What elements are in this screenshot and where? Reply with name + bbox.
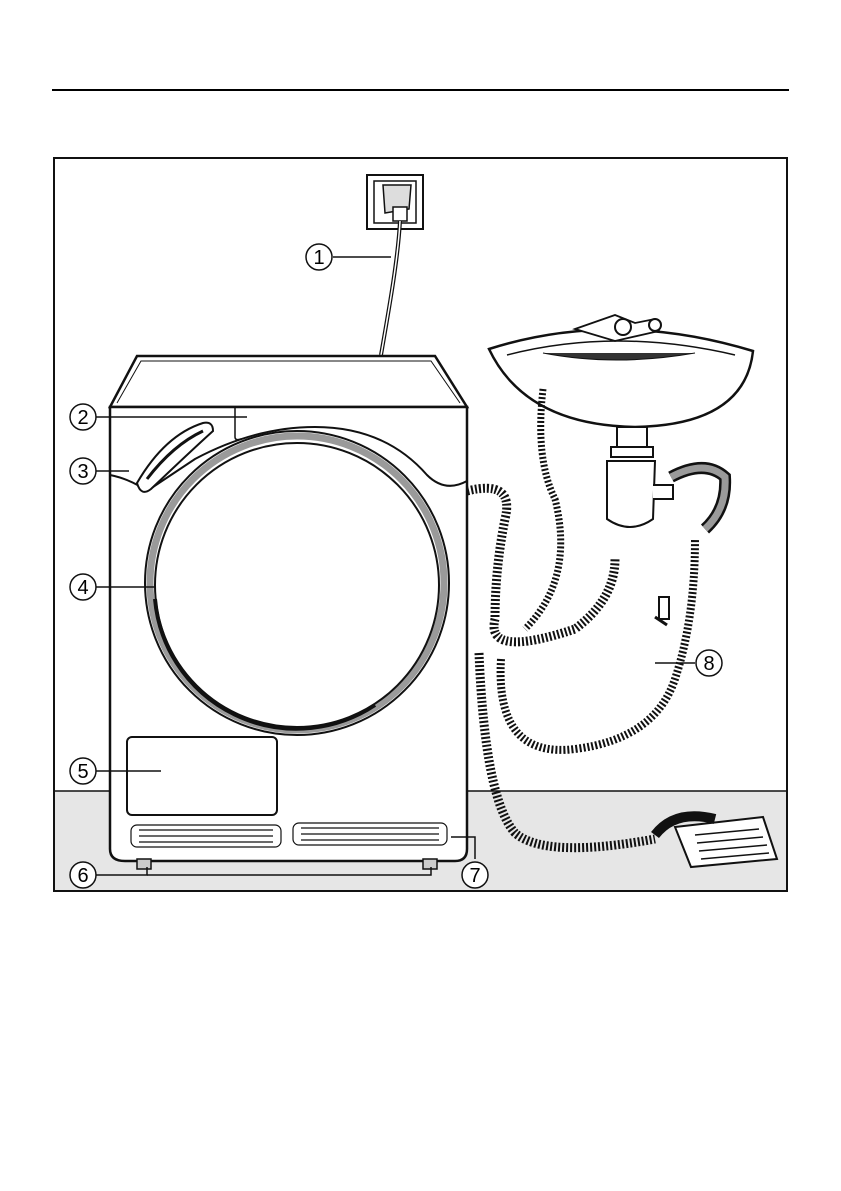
callout-4: 4: [77, 577, 88, 599]
callout-8: 8: [703, 653, 714, 675]
callout-7: 7: [469, 865, 480, 887]
installation-diagram: 1 2 3 4 5 6 7 8: [53, 157, 788, 892]
header-rule: [52, 89, 789, 91]
dryer: [110, 356, 467, 869]
callout-3: 3: [77, 461, 88, 483]
callout-5: 5: [77, 761, 88, 783]
callout-1: 1: [313, 247, 324, 269]
drain-hoses: [467, 389, 695, 848]
callout-6: 6: [77, 865, 88, 887]
callout-2: 2: [77, 407, 88, 429]
sink: [489, 315, 753, 529]
wall-socket: [367, 175, 423, 229]
diagram-svg: 1 2 3 4 5 6 7 8: [55, 159, 788, 892]
